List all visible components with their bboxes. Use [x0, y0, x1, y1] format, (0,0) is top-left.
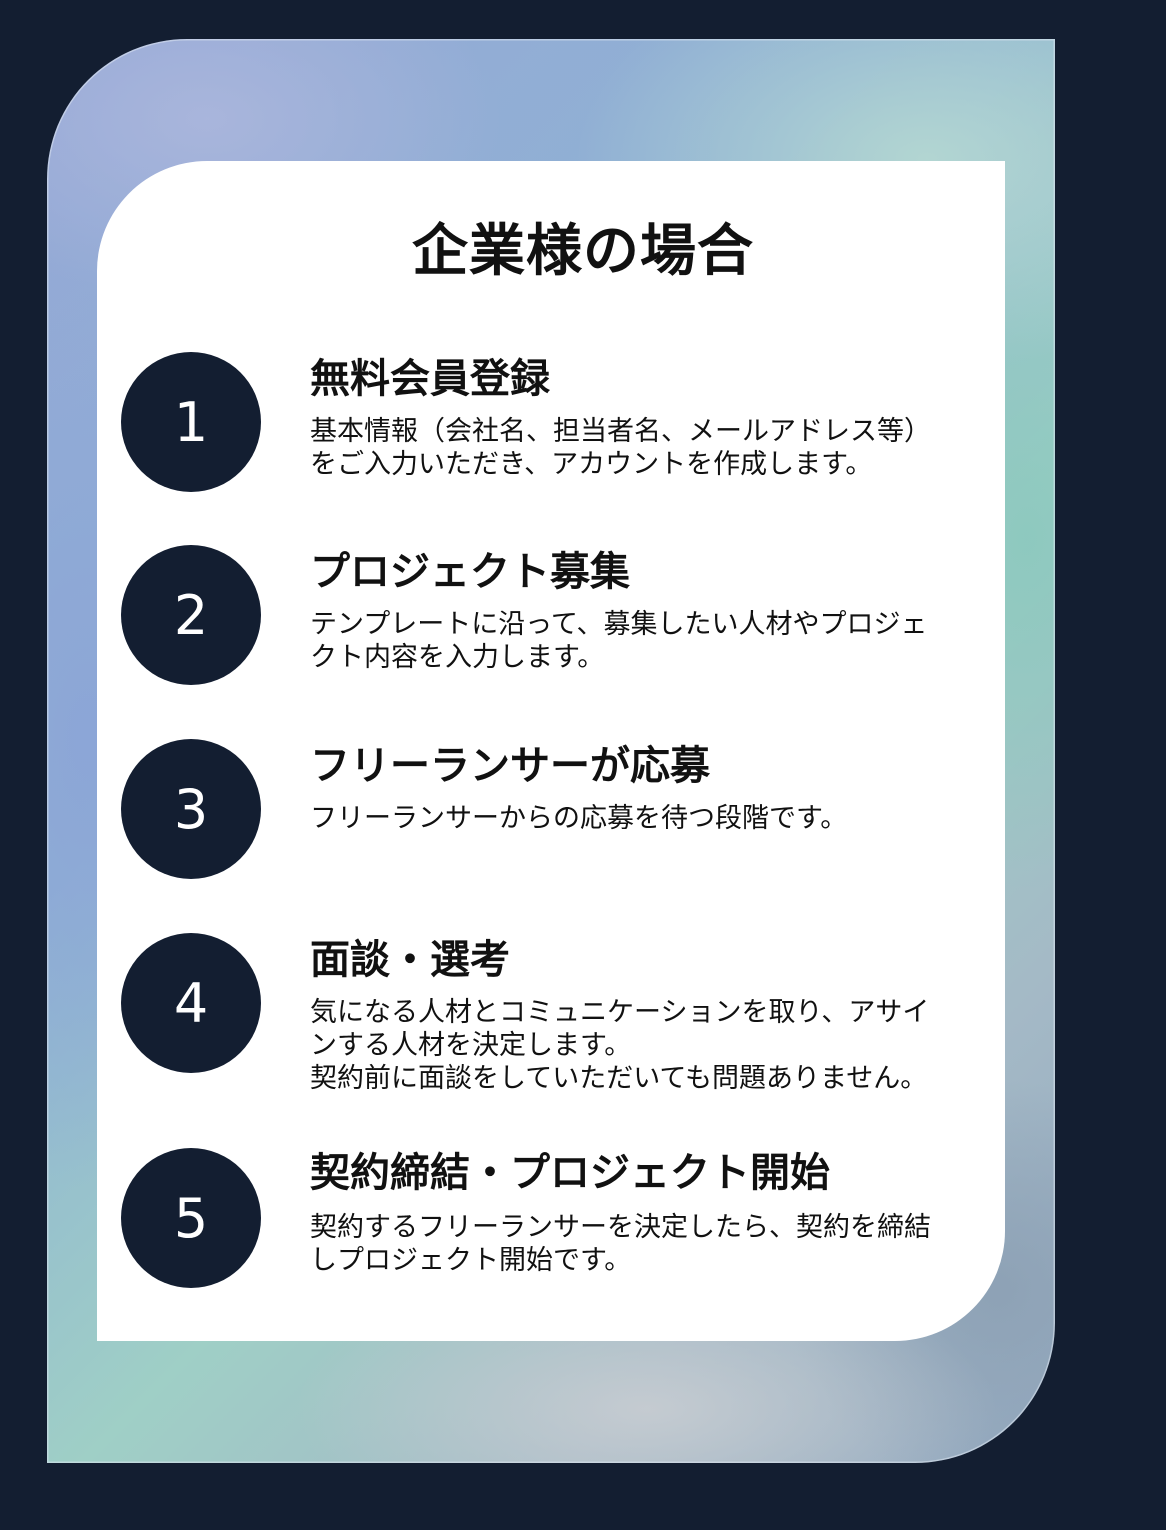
step-number-badge: 3 [121, 739, 261, 879]
step-description-line: 気になる人材とコミュニケーションを取り、アサイ [310, 997, 930, 1028]
step-title: フリーランサーが応募 [310, 743, 710, 789]
step-description-line: フリーランサーからの応募を待つ段階です。 [310, 803, 848, 834]
step-number-badge: 5 [121, 1148, 261, 1288]
step-description: 契約するフリーランサーを決定したら、契約を締結 しプロジェクト開始です。 [310, 1211, 960, 1277]
step-description-line: 基本情報（会社名、担当者名、メールアドレス等） [310, 416, 931, 447]
step-title: 契約締結・プロジェクト開始 [310, 1150, 830, 1196]
step-title: 無料会員登録 [310, 356, 550, 402]
step-description-line: テンプレートに沿って、募集したい人材やプロジェ [310, 609, 928, 640]
step-description-line: をご入力いただき、アカウントを作成します。 [310, 449, 873, 480]
step-number-badge: 2 [121, 545, 261, 685]
step-number-badge: 1 [121, 352, 261, 492]
page-title: 企業様の場合 [412, 219, 754, 284]
step-description-line: クト内容を入力します。 [310, 642, 605, 673]
step-description: フリーランサーからの応募を待つ段階です。 [310, 802, 960, 835]
step-description-line: ンする人材を決定します。 [310, 1030, 632, 1061]
step-number-badge: 4 [121, 933, 261, 1073]
content-card [97, 161, 1005, 1341]
step-description: 気になる人材とコミュニケーションを取り、アサイ ンする人材を決定します。 契約前… [310, 996, 960, 1095]
step-description-line: しプロジェクト開始です。 [310, 1245, 632, 1276]
step-title: プロジェクト募集 [310, 549, 630, 595]
step-title: 面談・選考 [310, 937, 510, 983]
step-description: テンプレートに沿って、募集したい人材やプロジェ クト内容を入力します。 [310, 608, 960, 674]
step-description: 基本情報（会社名、担当者名、メールアドレス等） をご入力いただき、アカウントを作… [310, 415, 960, 481]
step-description-line: 契約するフリーランサーを決定したら、契約を締結 [310, 1212, 931, 1243]
step-description-line: 契約前に面談をしていただいても問題ありません。 [310, 1063, 928, 1094]
